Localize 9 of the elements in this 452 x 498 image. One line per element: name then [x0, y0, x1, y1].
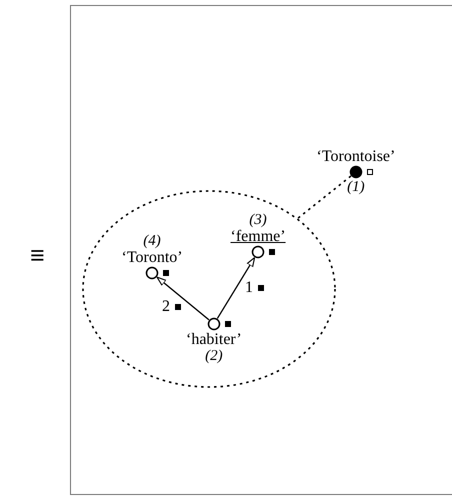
node-number: (2) [205, 348, 223, 364]
node-number: (4) [143, 233, 161, 249]
node-number: (1) [347, 179, 365, 195]
equivalence-sign: ≡ [30, 243, 45, 269]
node-number: (3) [249, 212, 267, 228]
arrow [156, 276, 210, 320]
dashed-line [297, 175, 352, 219]
word-label: ‘femme’ [230, 228, 286, 245]
arrow [216, 257, 256, 319]
